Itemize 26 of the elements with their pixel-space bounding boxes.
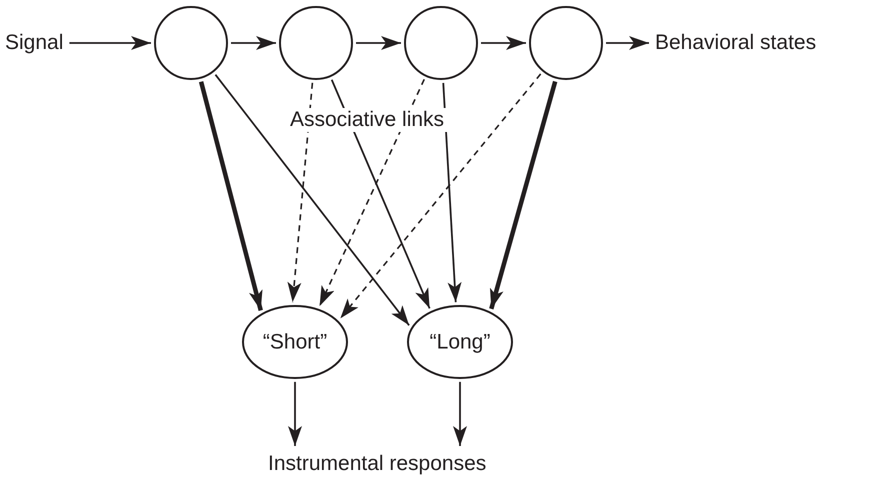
- response-ellipse: [242, 305, 348, 379]
- node-label: Behavioral states: [655, 31, 816, 55]
- arrow: [287, 82, 314, 302]
- node-circle: [154, 6, 228, 80]
- arrow: [340, 73, 542, 319]
- node-label: Instrumental responses: [268, 452, 486, 476]
- arrow: [442, 82, 462, 302]
- arrow: [453, 382, 467, 446]
- arrow: [330, 79, 430, 309]
- arrow: [198, 81, 263, 311]
- arrow: [231, 36, 276, 50]
- arrow: [288, 382, 302, 446]
- arrow: [489, 80, 558, 310]
- node-circle: [529, 6, 603, 80]
- response-label: “Long”: [430, 332, 490, 352]
- node-circle: [279, 6, 353, 80]
- arrow: [606, 36, 649, 50]
- node-circle: [404, 6, 478, 80]
- response-label: “Short”: [262, 332, 328, 352]
- arrow: [318, 78, 425, 306]
- node-label: Signal: [5, 31, 64, 55]
- arrow: [214, 74, 410, 326]
- arrow: [69, 36, 151, 50]
- response-ellipse: [407, 305, 513, 379]
- arrow: [481, 36, 526, 50]
- arrow: [356, 36, 401, 50]
